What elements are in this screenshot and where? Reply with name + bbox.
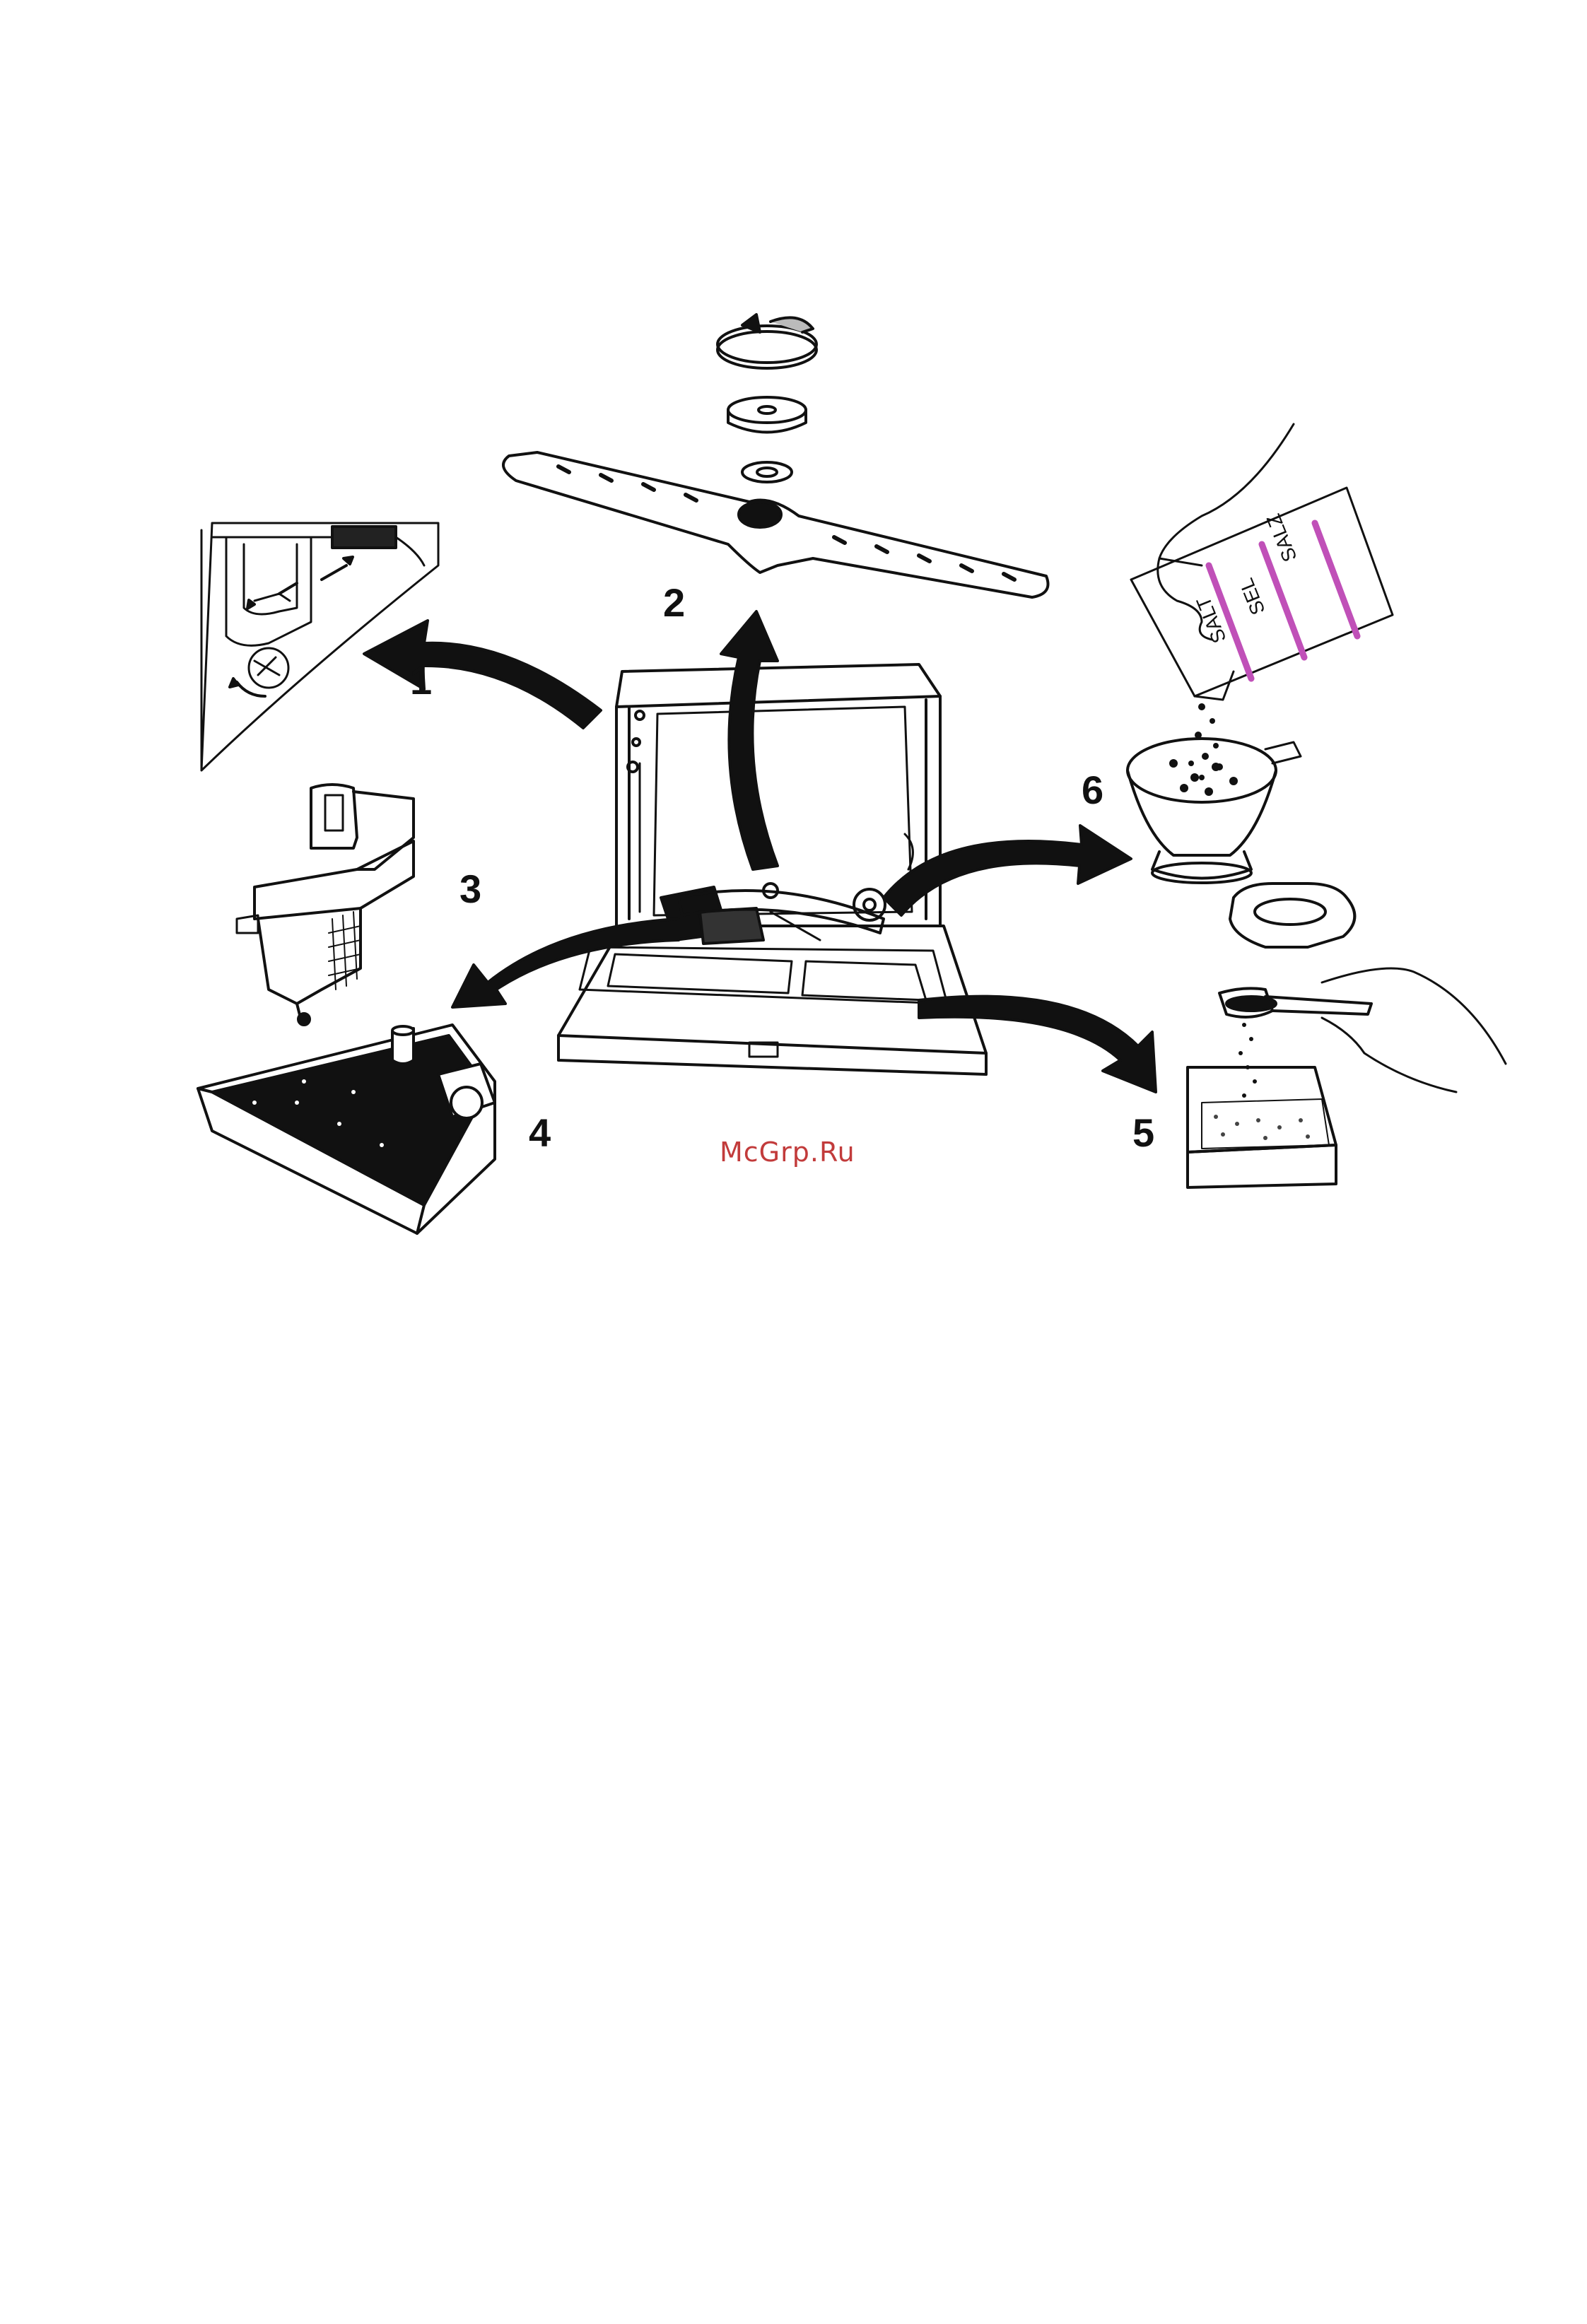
arrows	[364, 611, 1156, 1092]
step-number-3: 3	[459, 869, 481, 909]
filter-tray-detail	[198, 1025, 495, 1233]
arrow-1	[364, 621, 601, 728]
step-number-2: 2	[663, 583, 685, 623]
step-number-1: 1	[410, 661, 432, 700]
step-number-5: 5	[1132, 1113, 1154, 1153]
arrow-3	[452, 919, 679, 1007]
detergent-refill-detail	[1188, 968, 1506, 1187]
spray-arm-detail	[503, 315, 1048, 597]
filter-cylinder-detail	[237, 785, 414, 1025]
arrow-5	[919, 997, 1156, 1092]
step-number-4: 4	[529, 1113, 551, 1153]
svg-text:SEL: SEL	[1235, 575, 1270, 618]
salt-refill-detail	[1128, 424, 1393, 947]
arrow-6	[884, 826, 1131, 915]
watermark-text: McGrp.Ru	[720, 1137, 855, 1168]
arrow-2	[721, 611, 778, 869]
step-number-6: 6	[1082, 770, 1103, 810]
